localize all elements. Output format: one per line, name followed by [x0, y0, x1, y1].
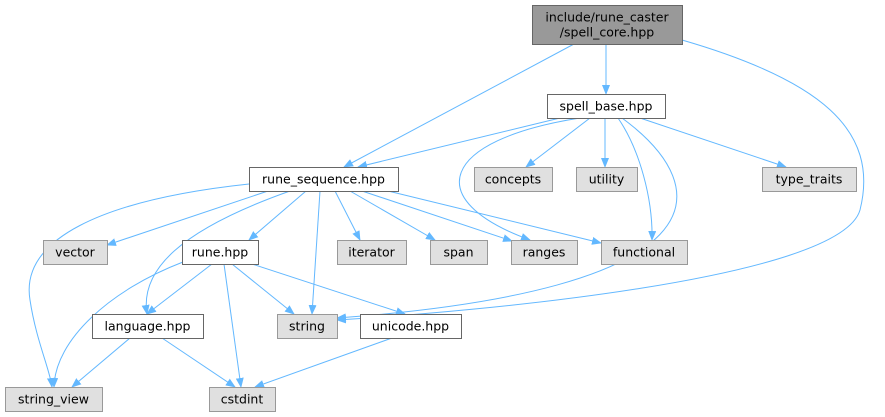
node-spell-core[interactable]: include/rune_caster/spell_core.hpp: [532, 5, 683, 45]
node-vector-box: [43, 240, 108, 265]
edge-spell-base-to-concepts: [525, 117, 591, 168]
node-spell-core-label: /spell_core.hpp: [560, 25, 654, 40]
node-language-label: language.hpp: [105, 319, 191, 334]
node-spell-core-label: include/rune_caster: [545, 10, 669, 25]
node-ranges-box: [511, 240, 578, 265]
edge-spell-base-to-rune-sequence: [357, 117, 561, 169]
node-type-traits: type_traits: [762, 167, 857, 192]
node-functional-box: [601, 240, 688, 265]
node-ranges-label: ranges: [523, 245, 566, 260]
node-concepts-label: concepts: [485, 172, 541, 187]
node-unicode-box: [360, 314, 462, 339]
edge-language-to-cstdint: [161, 337, 236, 388]
edge-rune-sequence-to-ranges: [361, 190, 513, 242]
edge-spell-base-to-string: [336, 117, 678, 322]
edge-rune-to-unicode: [251, 263, 406, 316]
node-iterator: iterator: [337, 240, 407, 265]
node-rune-sequence-box: [249, 167, 399, 192]
node-string: string: [277, 314, 338, 339]
edges-layer: [28, 39, 865, 388]
edge-rune-to-string-view: [50, 261, 184, 388]
node-rune-box: [182, 240, 259, 265]
edge-rune-sequence-to-string-view: [28, 183, 250, 388]
node-string-view: string_view: [5, 387, 103, 412]
node-rune-label: rune.hpp: [192, 245, 249, 260]
edge-rune-sequence-to-span: [349, 190, 436, 241]
node-string-label: string: [289, 319, 325, 334]
node-span-box: [430, 240, 488, 265]
edge-language-to-string-view: [71, 337, 131, 388]
node-utility-box: [576, 167, 638, 192]
node-ranges: ranges: [511, 240, 578, 265]
node-language[interactable]: language.hpp: [92, 314, 204, 339]
node-rune-sequence[interactable]: rune_sequence.hpp: [249, 167, 399, 192]
node-spell-core-box: [532, 5, 683, 45]
node-vector-label: vector: [55, 245, 96, 260]
node-iterator-label: iterator: [348, 245, 395, 260]
node-unicode[interactable]: unicode.hpp: [360, 314, 462, 339]
node-vector: vector: [43, 240, 108, 265]
node-type-traits-box: [762, 167, 857, 192]
node-cstdint: cstdint: [209, 387, 276, 412]
node-unicode-label: unicode.hpp: [372, 319, 449, 334]
node-spell-base[interactable]: spell_base.hpp: [547, 94, 666, 119]
node-utility-label: utility: [589, 172, 625, 187]
edge-rune-sequence-to-iterator: [334, 190, 361, 241]
node-span-label: span: [443, 245, 473, 260]
node-cstdint-box: [209, 387, 276, 412]
edge-spell-base-to-ranges: [458, 117, 581, 241]
node-language-box: [92, 314, 204, 339]
node-concepts: concepts: [474, 167, 553, 192]
node-string-box: [277, 314, 338, 339]
edge-unicode-to-cstdint: [254, 337, 393, 388]
node-span: span: [430, 240, 488, 265]
node-type-traits-label: type_traits: [776, 172, 843, 187]
edge-rune-sequence-to-string: [308, 190, 321, 315]
edge-rune-to-language: [146, 263, 213, 315]
node-iterator-box: [337, 240, 407, 265]
edge-rune-sequence-to-language: [141, 190, 291, 315]
edge-spell-base-to-type-traits: [639, 117, 787, 168]
node-functional: functional: [601, 240, 688, 265]
edge-spell-core-to-rune-sequence: [343, 43, 575, 168]
edge-rune-sequence-to-rune: [248, 190, 307, 241]
edge-spell-base-to-functional: [617, 117, 657, 241]
edge-rune-sequence-to-functional: [387, 190, 602, 245]
node-concepts-box: [474, 167, 553, 192]
node-spell-base-label: spell_base.hpp: [560, 99, 653, 114]
edge-rune-sequence-to-vector: [106, 190, 269, 246]
nodes-layer: include/rune_caster/spell_core.hpp spell_…: [5, 5, 857, 412]
node-utility: utility: [576, 167, 638, 192]
node-spell-base-box: [547, 94, 666, 119]
node-string-view-box: [5, 387, 103, 412]
edge-rune-to-cstdint: [223, 263, 244, 388]
edge-spell-core-to-string: [336, 39, 865, 324]
node-functional-label: functional: [613, 245, 675, 260]
edge-rune-to-string: [231, 263, 295, 315]
node-rune[interactable]: rune.hpp: [182, 240, 259, 265]
node-rune-sequence-label: rune_sequence.hpp: [262, 172, 385, 187]
node-cstdint-label: cstdint: [221, 392, 264, 407]
node-string-view-label: string_view: [18, 392, 89, 407]
